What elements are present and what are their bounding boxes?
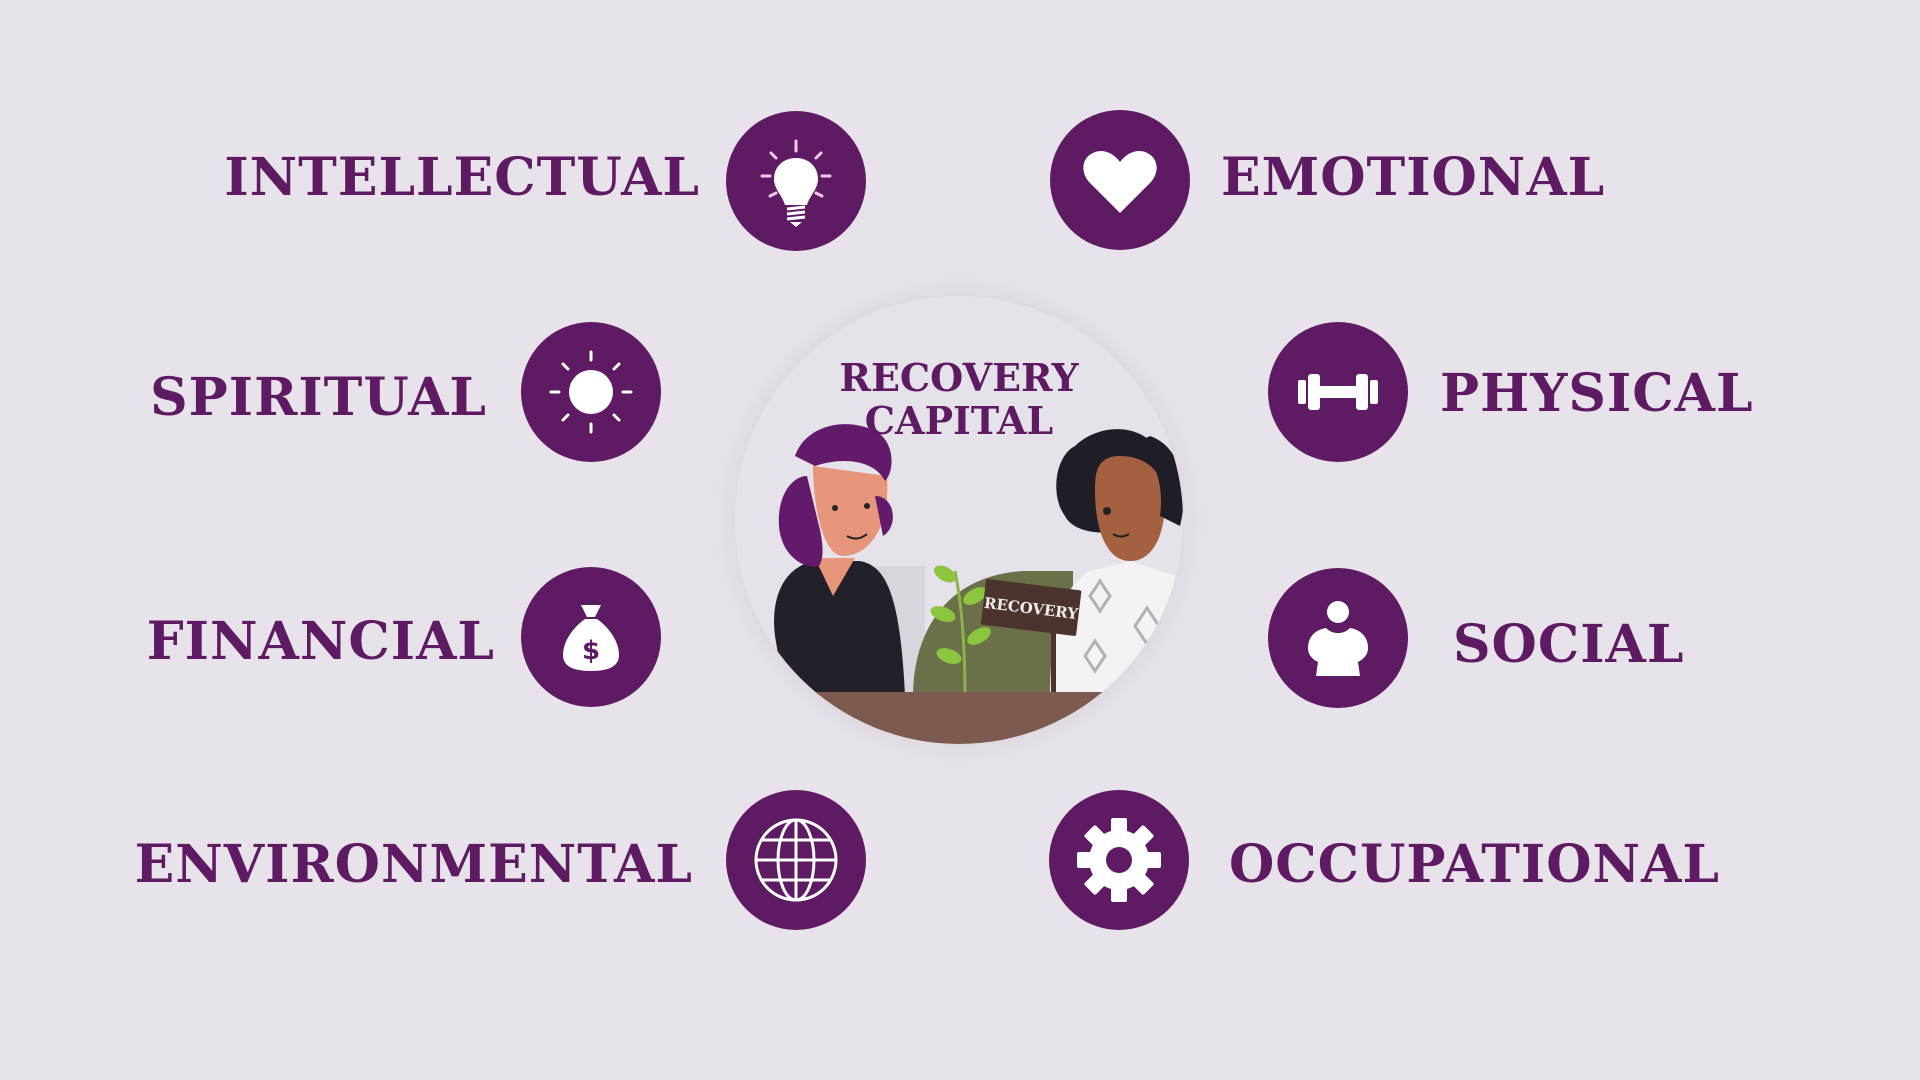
person-icon: [1268, 568, 1408, 708]
center-title-line1: RECOVERY: [839, 355, 1079, 400]
people-illustration: RECOVERY: [735, 424, 1183, 744]
label-physical: PHYSICAL: [1440, 363, 1754, 424]
label-environmental: ENVIRONMENTAL: [134, 834, 693, 895]
heart-icon: [1050, 110, 1190, 250]
dumbbell-icon: [1268, 322, 1408, 462]
label-intellectual: INTELLECTUAL: [224, 147, 700, 208]
center-title: RECOVERY CAPITAL: [735, 356, 1183, 442]
recovery-capital-illustration: RECOVERY RECOVERY CAPITAL: [735, 296, 1183, 744]
globe-icon: [726, 790, 866, 930]
label-occupational: OCCUPATIONAL: [1229, 834, 1720, 895]
lightbulb-icon: [726, 111, 866, 251]
label-spiritual: SPIRITUAL: [150, 367, 487, 428]
label-emotional: EMOTIONAL: [1221, 147, 1606, 208]
label-financial: FINANCIAL: [146, 611, 495, 672]
svg-text:$: $: [582, 636, 600, 666]
gear-icon: [1049, 790, 1189, 930]
label-social: SOCIAL: [1453, 614, 1685, 675]
sun-icon: [521, 322, 661, 462]
money-bag-icon: $: [521, 567, 661, 707]
center-title-line2: CAPITAL: [864, 398, 1054, 443]
